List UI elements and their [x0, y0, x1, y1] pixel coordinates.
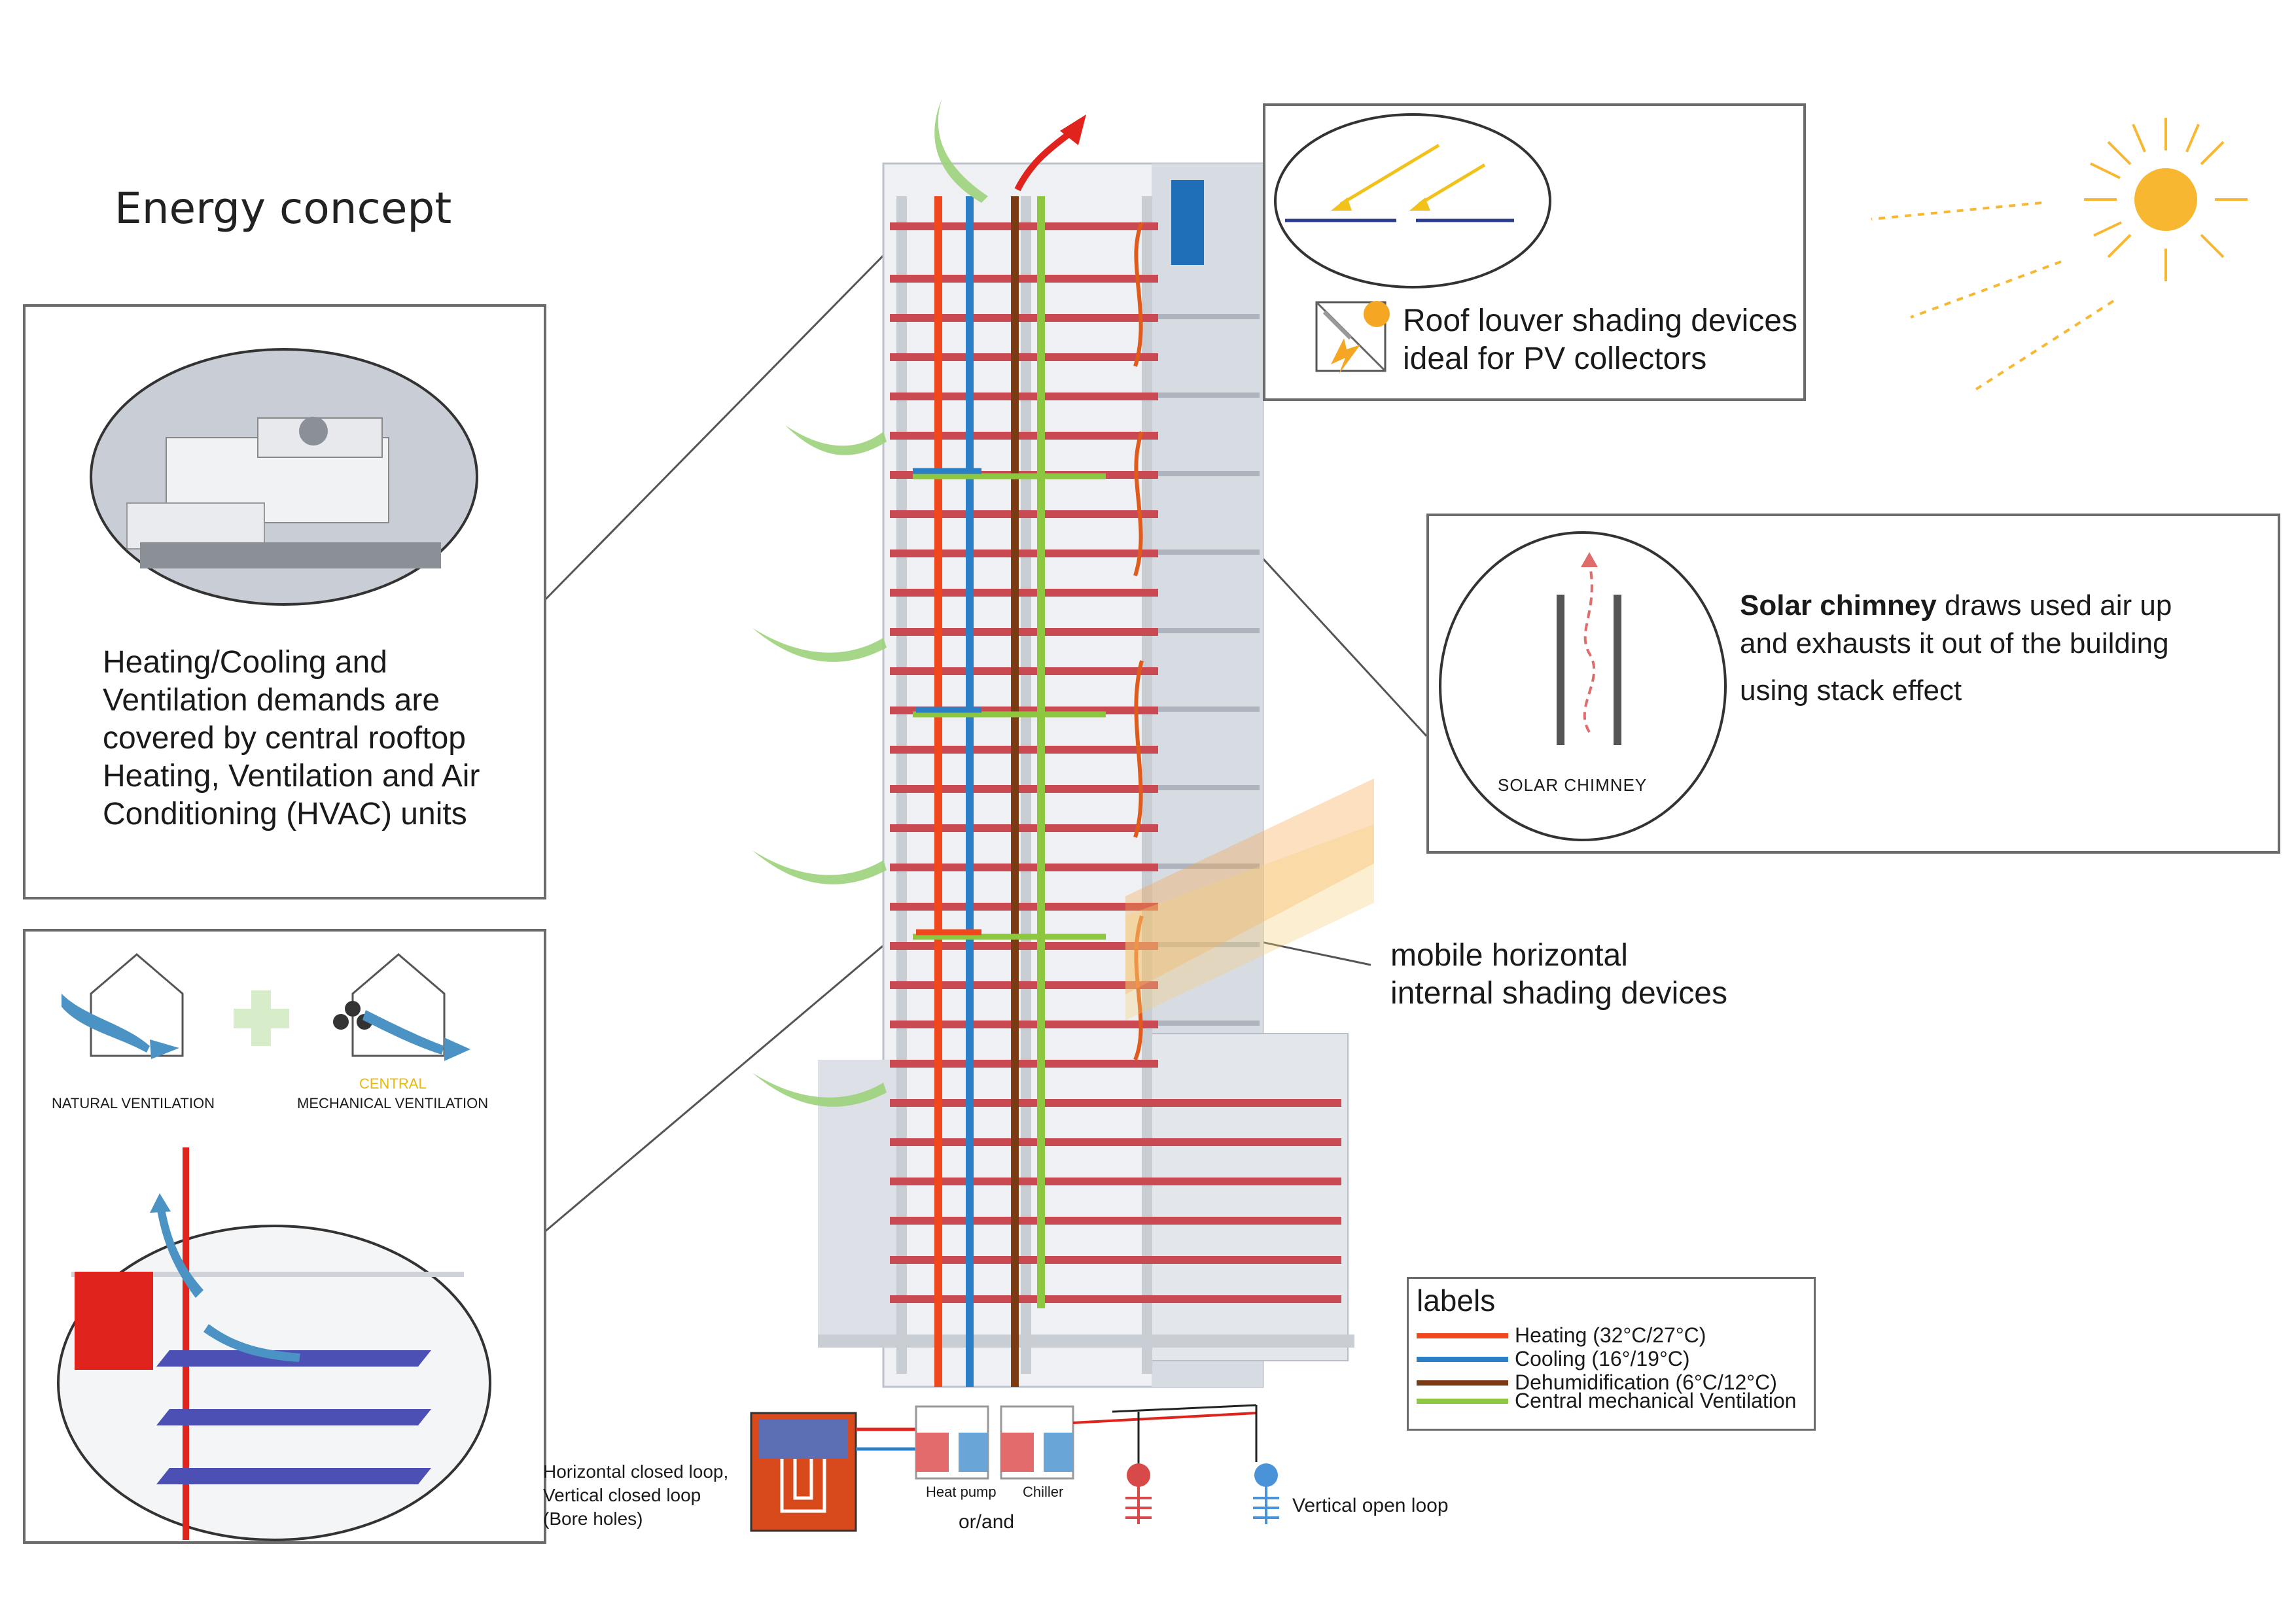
solar-chimney-diagram-label: SOLAR CHIMNEY — [1498, 775, 1648, 795]
sun-icon — [1871, 118, 2248, 391]
heating-riser — [934, 196, 942, 1387]
roof-louver-callout-box: Roof louver shading devices ideal for PV… — [1263, 103, 1806, 401]
horizontal-loop-label: Horizontal closed loop, — [543, 1461, 729, 1482]
ventilation-connector-line — [542, 928, 904, 1234]
heat-pump-label: Heat pump — [926, 1484, 997, 1500]
ventilation-diagram — [57, 953, 491, 1541]
natural-ventilation-label: NATURAL VENTILATION — [52, 1095, 215, 1111]
natural-ventilation-house-icon — [62, 953, 184, 1059]
legend-label-cooling: Cooling (16°/19°C) — [1515, 1347, 1690, 1370]
legend-swatch-dehumidification — [1417, 1380, 1508, 1386]
legend-label-ventilation: Central mechanical Ventilation — [1515, 1389, 1797, 1412]
legend-label-heating: Heating (32°C/27°C) — [1515, 1323, 1706, 1347]
vertical-open-loop-label: Vertical open loop — [1292, 1495, 1449, 1516]
roof-louver-line2: ideal for PV collectors — [1403, 341, 1707, 376]
hvac-connector-line — [542, 234, 904, 603]
plus-icon — [234, 990, 289, 1046]
solar-chimney-description-line1: Solar chimney draws used air up — [1740, 588, 2263, 623]
hvac-callout-box: Heating/Cooling and Ventilation demands … — [23, 304, 546, 899]
hvac-description: Heating/Cooling and Ventilation demands … — [103, 645, 480, 831]
legend-title: labels — [1417, 1283, 1496, 1318]
ventilation-detail-image — [57, 1147, 491, 1541]
dehumidification-riser — [1011, 196, 1019, 1387]
legend-label-dehumidification: Dehumidification (6°C/12°C) — [1515, 1370, 1777, 1394]
shading-label-line1: mobile horizontal — [1390, 938, 1628, 973]
solar-chimney-callout-box: SOLAR CHIMNEY Solar chimney draws used a… — [1426, 514, 2280, 854]
rooftop-hvac-image — [90, 348, 478, 606]
cooling-riser — [966, 196, 974, 1387]
side-facade-slabs — [1158, 314, 1260, 1026]
solar-chimney-term: Solar chimney — [1740, 589, 1937, 621]
roof-louver-line1: Roof louver shading devices — [1403, 304, 1798, 338]
pv-louver-diagram — [1274, 113, 1551, 374]
ventilation-callout-box: NATURAL VENTILATION CENTRAL MECHANICAL V… — [23, 929, 546, 1544]
solar-chimney-description-line3: using stack effect — [1740, 674, 1962, 707]
roof-exhaust-arrowhead — [1060, 114, 1086, 145]
bore-holes-label: (Bore holes) — [543, 1509, 643, 1529]
sun-ray-band — [1125, 778, 1374, 994]
solar-panel-icon — [1315, 301, 1390, 374]
legend-item-heating: Heating (32°C/27°C) — [1417, 1323, 1706, 1348]
chiller-label: Chiller — [1023, 1484, 1064, 1500]
exhaust-flow-arrows — [1014, 128, 1144, 1061]
ground-system — [750, 1404, 1279, 1532]
mechanical-ventilation-house-icon — [333, 953, 470, 1061]
ventilation-riser — [1037, 196, 1045, 1308]
central-label: CENTRAL — [359, 1075, 427, 1092]
solar-chimney-line1-rest: draws used air up — [1936, 589, 2172, 621]
floor-slabs — [890, 222, 1341, 1303]
mechanical-ventilation-label: MECHANICAL VENTILATION — [297, 1095, 489, 1111]
solar-chimney-description-line2: and exhausts it out of the building — [1740, 627, 2169, 659]
legend-swatch-heating — [1417, 1333, 1508, 1338]
solar-chimney-diagram — [1439, 531, 1727, 841]
legend-item-ventilation: Central mechanical Ventilation — [1417, 1389, 1796, 1413]
distribution-arrows — [913, 468, 1106, 940]
fresh-air-arrows — [752, 98, 988, 1107]
vertical-closed-loop-label: Vertical closed loop — [543, 1485, 701, 1505]
legend-box: labels Heating (32°C/27°C) Cooling (16°/… — [1407, 1277, 1816, 1431]
ground-loop-labels: Horizontal closed loop, Vertical closed … — [543, 1460, 728, 1531]
legend-swatch-cooling — [1417, 1356, 1508, 1362]
legend-swatch-ventilation — [1417, 1398, 1508, 1404]
page-title: Energy concept — [115, 183, 452, 234]
legend-item-dehumidification: Dehumidification (6°C/12°C) — [1417, 1370, 1777, 1395]
legend-item-cooling: Cooling (16°/19°C) — [1417, 1347, 1690, 1371]
or-and-label: or/and — [959, 1511, 1015, 1533]
shading-label-line2: internal shading devices — [1390, 976, 1727, 1011]
